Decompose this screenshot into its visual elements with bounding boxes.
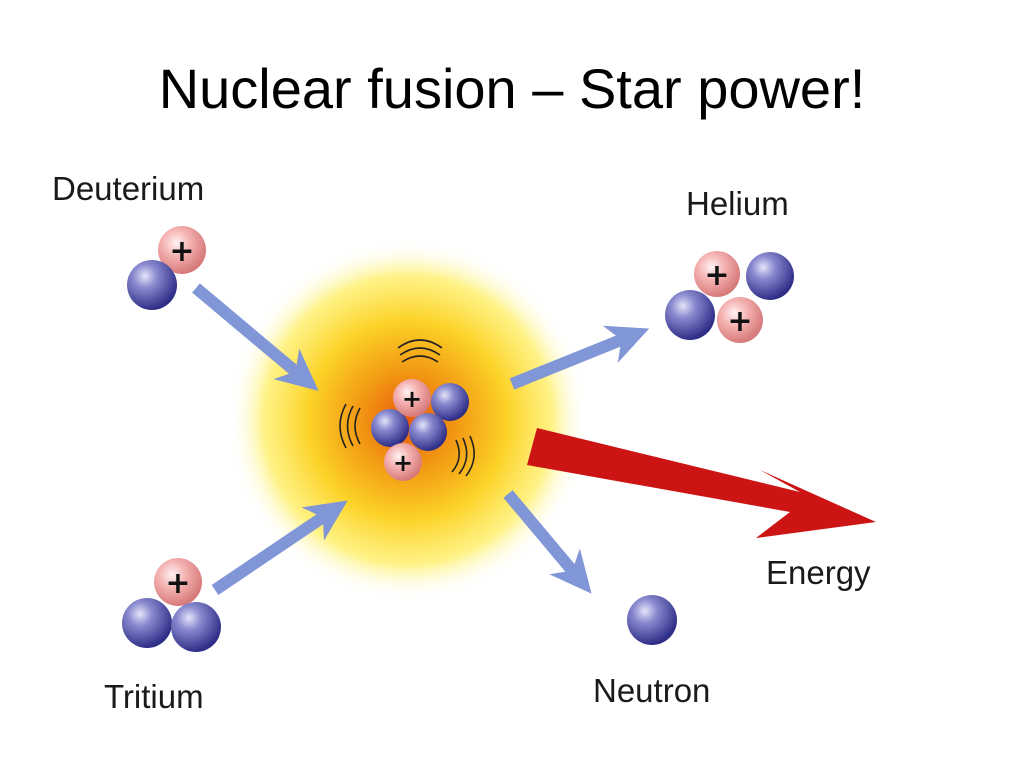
- neutron-particle: [627, 595, 677, 645]
- charge-label: +: [727, 304, 752, 339]
- charge-label: +: [169, 234, 194, 269]
- fused-nucleus: + +: [371, 379, 469, 481]
- slide-title: Nuclear fusion – Star power!: [158, 57, 866, 120]
- label-energy: Energy: [766, 554, 871, 591]
- charge-label: +: [402, 385, 422, 413]
- label-deuterium: Deuterium: [52, 170, 204, 207]
- arrow-tritium-in: [211, 500, 348, 595]
- arrow-helium-out: [509, 325, 650, 390]
- label-neutron: Neutron: [593, 672, 710, 709]
- deuterium-atom: +: [127, 226, 206, 310]
- energy-arrow: [527, 428, 876, 538]
- arrow-neutron-out: [503, 490, 592, 594]
- charge-label: +: [165, 566, 190, 601]
- charge-label: +: [393, 449, 413, 477]
- label-helium: Helium: [686, 185, 789, 222]
- arrow-deuterium-in: [192, 283, 319, 391]
- label-tritium: Tritium: [104, 678, 204, 715]
- reaction-arrows: [192, 283, 650, 595]
- tritium-atom: +: [122, 558, 221, 652]
- vibration-lines: [339, 339, 475, 477]
- charge-label: +: [704, 258, 729, 293]
- helium-atom: + +: [665, 251, 794, 343]
